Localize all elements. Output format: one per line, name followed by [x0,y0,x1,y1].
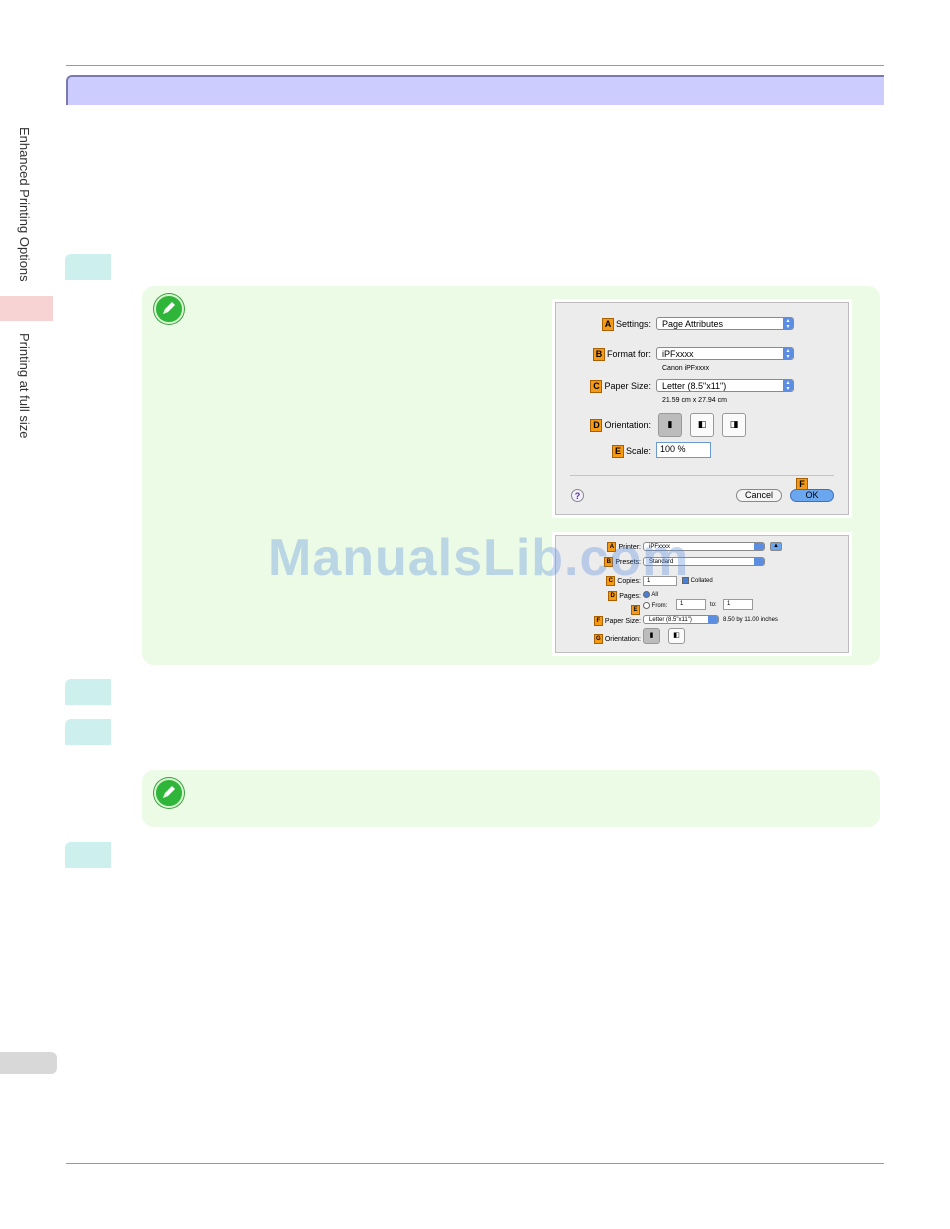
triangle-up-icon: ▲ [773,543,779,549]
to-label: to: [710,602,717,608]
chevron-updown-icon: ▴▾ [783,348,793,360]
chevron-updown-icon [754,543,764,550]
printer-popup[interactable]: iPFxxxx [643,542,765,551]
step-marker-3 [65,719,111,745]
landscape-page-icon: ◧ [697,419,707,429]
chevron-updown-icon: ▴▾ [783,380,793,392]
radio-selected-icon [643,591,650,598]
note-box-2 [142,770,880,827]
orientation-landscape-button[interactable]: ◧ [690,413,714,437]
step-marker-4 [65,842,111,868]
orientation-portrait-button[interactable]: ▮ [643,628,660,644]
collated-checkbox[interactable]: Collated [682,577,713,584]
sidebar-active-tab [0,296,53,321]
footer-rule [66,1163,884,1164]
paper-size-popup[interactable]: Letter (8.5"x11")▴▾ [656,379,794,392]
chevron-updown-icon [754,558,764,565]
paper-size-dimensions: 8.50 by 11.00 inches [723,617,778,623]
landscape-page-icon: ◧ [673,632,680,639]
copies-field[interactable]: 1 [643,576,677,586]
settings-popup[interactable]: Page Attributes▴▾ [656,317,794,330]
radio-unselected-icon [643,602,650,609]
dialog-divider [570,475,834,476]
header-rule [66,65,884,66]
paper-size-subtext: 21.59 cm x 27.94 cm [662,397,727,404]
format-for-popup[interactable]: iPFxxxx▴▾ [656,347,794,360]
section-title-bar [66,75,884,105]
ok-button[interactable]: OK [790,489,834,502]
orientation-reverse-landscape-button[interactable]: ◨ [722,413,746,437]
reverse-landscape-page-icon: ◨ [729,419,739,429]
chevron-updown-icon [708,616,718,623]
paper-size-popup[interactable]: Letter (8.5"x11") [643,615,719,624]
chevron-updown-icon: ▴▾ [783,318,793,330]
portrait-page-icon: ▮ [667,419,673,429]
pages-from-radio[interactable]: From: [643,602,667,609]
step-marker-1 [65,254,111,280]
page-number-tab [0,1052,57,1074]
expand-disclosure-button[interactable]: ▲ [770,542,782,551]
sidebar-chapter-title: Enhanced Printing Options [17,127,32,282]
pages-from-badge: E [631,601,642,619]
checkbox-checked-icon [682,577,689,584]
format-for-subtext: Canon iPFxxxx [662,365,710,372]
presets-popup[interactable]: Standard [643,557,765,566]
scale-field[interactable]: 100 % [656,442,711,458]
sidebar-section-title: Printing at full size [17,333,32,439]
cancel-button[interactable]: Cancel [736,489,782,502]
help-button[interactable]: ? [571,489,584,502]
orientation-landscape-button[interactable]: ◧ [668,628,685,644]
watermark-logo: ManualsLib.com [268,529,690,587]
orientation-portrait-button[interactable]: ▮ [658,413,682,437]
step-marker-2 [65,679,111,705]
to-field[interactable]: 1 [723,599,753,610]
from-field[interactable]: 1 [676,599,706,610]
portrait-page-icon: ▮ [649,632,654,639]
note-pencil-icon [154,778,184,808]
pages-all-radio[interactable]: All [643,591,658,598]
note-pencil-icon [154,294,184,324]
